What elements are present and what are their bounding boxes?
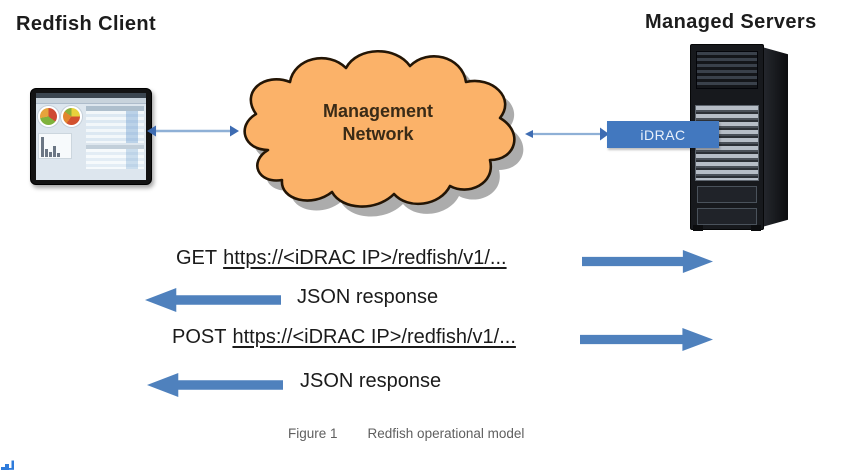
idrac-badge: iDRAC: [607, 121, 719, 148]
dashboard-charts-panel: [36, 104, 86, 170]
http-method: POST: [172, 326, 227, 348]
management-network-cloud: Management Network: [228, 38, 528, 230]
table-rows: [86, 111, 144, 143]
http-method: GET: [176, 247, 218, 269]
table-rows: [86, 149, 144, 169]
figure-caption: Figure 1 Redfish operational model: [288, 426, 524, 441]
json-response-text: JSON response: [300, 370, 442, 392]
pie-chart-icon: [61, 106, 82, 127]
response-arrow-left-icon: [145, 288, 281, 312]
table-header: [86, 106, 144, 111]
cloud-label-line2: Network: [342, 124, 414, 144]
client-cloud-connector-arrow: [147, 125, 239, 137]
bar-chart-icon: [38, 133, 72, 159]
figure-number: Figure 1: [288, 426, 338, 441]
client-monitor-icon: [30, 88, 152, 185]
cropped-icon-artifact: [1, 460, 14, 470]
request-url: https://<iDRAC IP>/redfish/v1/...: [232, 326, 516, 348]
server-lower-bay: [697, 208, 757, 225]
idrac-label: iDRAC: [640, 126, 686, 143]
cloud-shape-icon: [243, 49, 524, 217]
dashboard-table-panel: [86, 106, 144, 169]
servers-title: Managed Servers: [645, 11, 817, 33]
table-header: [86, 145, 144, 149]
server-lower-bay: [697, 186, 757, 203]
figure-title: Redfish operational model: [367, 426, 525, 441]
request-url: https://<iDRAC IP>/redfish/v1/...: [223, 247, 507, 269]
managed-server-tower-icon: [690, 44, 788, 232]
response-arrow-left-icon: [147, 373, 283, 397]
request-arrow-right-icon: [580, 328, 713, 351]
server-vent-grille: [696, 51, 758, 89]
client-title: Redfish Client: [16, 13, 157, 35]
pie-chart-icon: [38, 106, 59, 127]
dashboard-screen: [36, 93, 146, 180]
json-response-text: JSON response: [297, 286, 439, 308]
server-side-panel: [762, 47, 788, 227]
cloud-label-line1: Management: [322, 101, 434, 121]
dashboard-titlebar: [36, 93, 146, 98]
cloud-label: Management Network: [228, 100, 528, 146]
cloud-idrac-connector-arrow: [525, 127, 609, 141]
dashboard-toolbar: [36, 98, 146, 104]
request-arrow-right-icon: [582, 250, 713, 273]
dashboard-body: [36, 104, 146, 170]
